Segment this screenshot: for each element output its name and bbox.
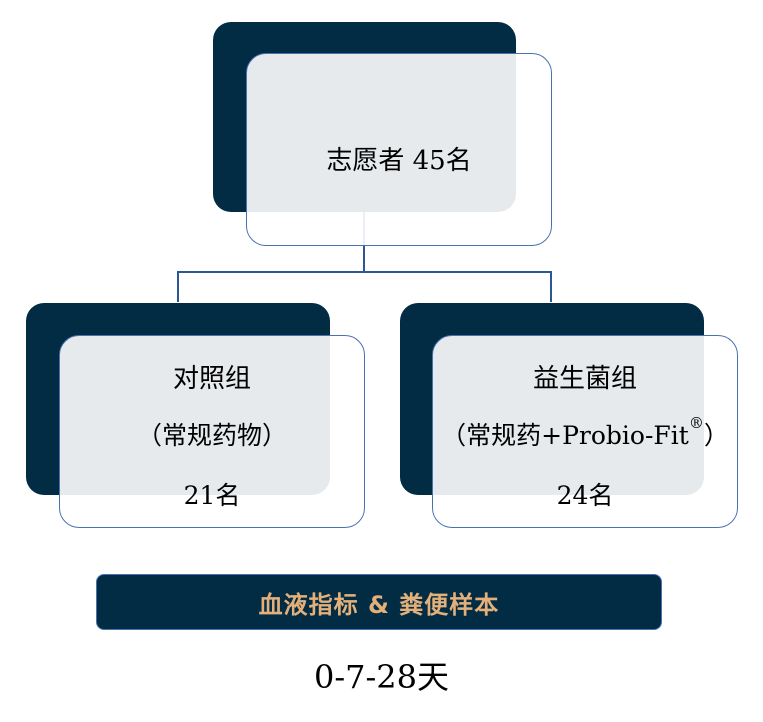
control-group-name: 对照组	[172, 364, 251, 394]
timeline-label: 0-7-28天	[313, 658, 450, 696]
probiotic-group-card: 益生菌组 （常规药+Probio-Fit®） 24名	[432, 335, 738, 528]
control-group-desc: （常规药物）	[136, 421, 287, 450]
probiotic-group-count: 24名	[556, 481, 614, 510]
root-label: 志愿者 45名	[326, 146, 472, 176]
registered-mark: ®	[688, 414, 704, 432]
control-group-count: 21名	[183, 481, 241, 510]
probiotic-group-desc: （常规药+Probio-Fit®）	[433, 414, 737, 452]
probiotic-desc-prefix: （常规药+Probio-Fit	[441, 421, 689, 450]
probiotic-desc-suffix: ）	[703, 421, 729, 450]
root-card: 志愿者 45名	[246, 53, 552, 246]
banner-label: 血液指标 & 粪便样本	[258, 590, 500, 619]
control-group-card: 对照组 （常规药物） 21名	[59, 335, 365, 528]
sample-banner: 血液指标 & 粪便样本	[96, 574, 662, 630]
probiotic-group-name: 益生菌组	[532, 364, 637, 394]
